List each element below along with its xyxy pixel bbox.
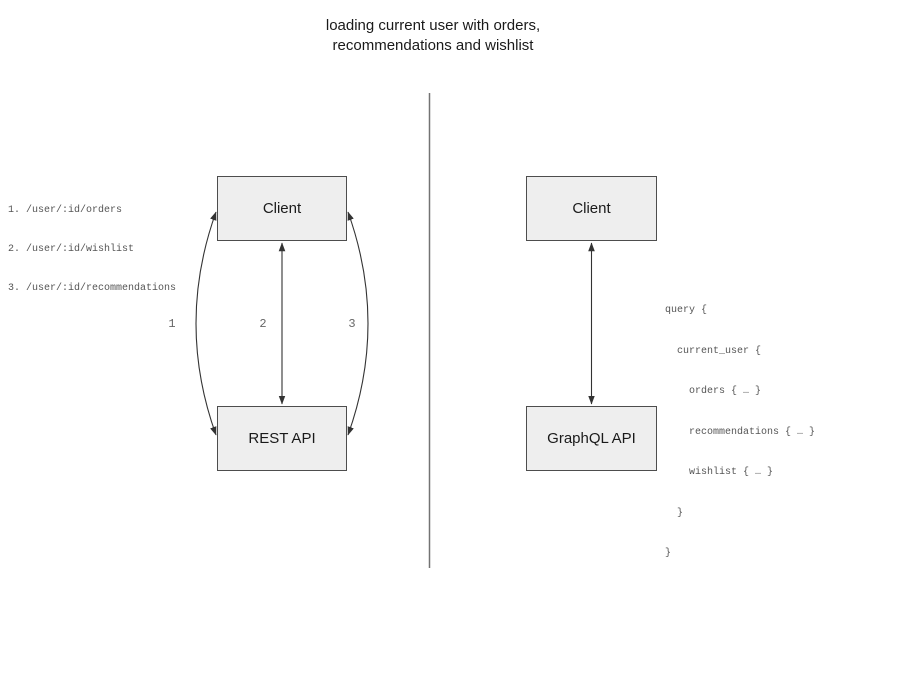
graphql-api-box: GraphQL API bbox=[526, 406, 657, 471]
query-line: recommendations { … } bbox=[665, 426, 816, 438]
query-line: query { bbox=[665, 305, 708, 316]
graphql-api-box-label: GraphQL API bbox=[547, 430, 636, 447]
rest-arrow-3-curve bbox=[347, 211, 369, 436]
client-box-left: Client bbox=[217, 176, 347, 241]
rest-api-box: REST API bbox=[217, 406, 347, 471]
query-line: wishlist { … } bbox=[665, 467, 774, 478]
client-box-right-label: Client bbox=[572, 200, 611, 217]
arrow-label-2: 2 bbox=[259, 317, 267, 331]
query-line: current_user { bbox=[665, 345, 762, 357]
rest-endpoint-recommendations: 3. /user/:id/recommendations bbox=[8, 283, 177, 294]
rest-endpoint-wishlist: 2. /user/:id/wishlist bbox=[8, 244, 135, 255]
query-line: } bbox=[665, 507, 684, 519]
arrow-label-3: 3 bbox=[348, 317, 356, 331]
diagram-title-line2: recommendations and wishlist bbox=[332, 37, 534, 54]
client-box-left-label: Client bbox=[262, 200, 302, 217]
rest-arrow-1-curve bbox=[195, 211, 217, 436]
rest-endpoint-list: 1. /user/:id/orders 2. /user/:id/wishlis… bbox=[8, 178, 176, 321]
diagram-title-line1: loading current user with orders, bbox=[325, 17, 541, 34]
client-box-right: Client bbox=[526, 176, 657, 241]
query-line: } bbox=[665, 548, 672, 559]
diagram-title: loading current user with orders, recomm… bbox=[326, 16, 540, 56]
query-line: orders { … } bbox=[665, 386, 762, 397]
graphql-query-snippet: query { current_user { orders { … } reco… bbox=[665, 277, 815, 588]
rest-endpoint-orders: 1. /user/:id/orders bbox=[8, 205, 123, 216]
rest-api-box-label: REST API bbox=[248, 430, 316, 447]
arrow-label-1: 1 bbox=[168, 317, 176, 331]
